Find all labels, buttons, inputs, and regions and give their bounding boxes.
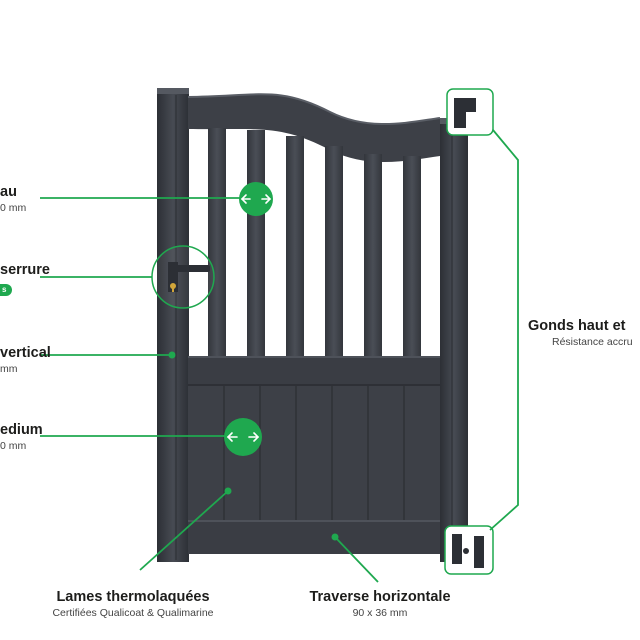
callout-barreau: au 0 mm (0, 184, 26, 215)
callout-subtitle: 90 x 36 mm (352, 607, 408, 619)
bottom-rail (188, 520, 440, 554)
callout-subtitle: 0 mm (0, 202, 27, 214)
right-post (440, 118, 468, 562)
callout-serrure: serrure s (0, 262, 50, 297)
lock-handle-icon (151, 245, 215, 309)
callout-subtitle: Certifiées Qualicoat & Qualimarine (52, 607, 214, 619)
dot-vertical (168, 351, 176, 359)
callout-title: vertical (0, 345, 51, 361)
callout-title: au (0, 184, 17, 200)
callout-traverse: Traverse horizontale 90 x 36 mm (290, 589, 470, 620)
callout-title: serrure (0, 262, 50, 278)
callout-title: Lames thermolaquées (56, 589, 210, 605)
callout-subtitle: mm (0, 363, 18, 375)
callout-vertical: vertical mm (0, 345, 51, 376)
bottom-hinge-icon (444, 525, 494, 575)
dot-traverse (331, 533, 339, 541)
callout-subtitle: 0 mm (0, 440, 27, 452)
arrows-horizontal-icon (239, 182, 273, 216)
callout-title: Gonds haut et (528, 318, 626, 334)
lower-panel (188, 386, 440, 522)
bar (247, 130, 265, 358)
gonds-bracket (489, 129, 519, 531)
bar (325, 146, 343, 358)
bar (403, 156, 421, 358)
callout-gonds: Gonds haut et Résistance accru (528, 318, 640, 349)
left-post (157, 88, 189, 562)
vertical-bars (208, 128, 421, 358)
bar (364, 154, 382, 358)
callout-title: edium (0, 422, 43, 438)
bar (286, 136, 304, 358)
connector-lames (139, 490, 229, 571)
callout-title: Traverse horizontale (309, 589, 451, 605)
dot-lames (224, 487, 232, 495)
middle-rail (188, 356, 440, 386)
bar (208, 128, 226, 358)
top-hinge-icon (446, 88, 494, 136)
callout-subtitle: Résistance accru (552, 336, 633, 348)
curved-top-rail (188, 94, 440, 163)
callout-badge: s (0, 284, 13, 296)
arrows-horizontal-icon (224, 418, 262, 456)
callout-medium: edium 0 mm (0, 422, 43, 453)
connector-traverse (334, 536, 379, 583)
callout-lames: Lames thermolaquées Certifiées Qualicoat… (28, 589, 238, 620)
